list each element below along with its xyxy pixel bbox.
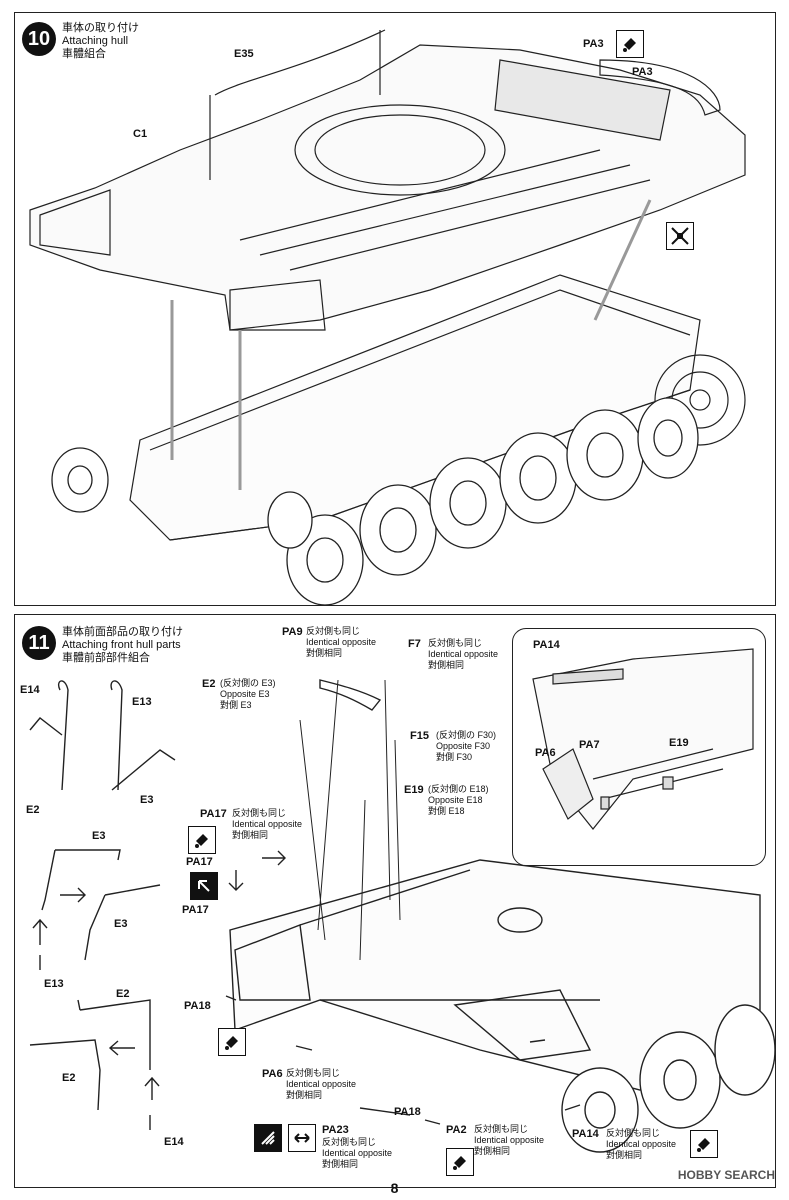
inset-label-pa14: PA14 (533, 639, 560, 651)
pa14-note-jp: 反対側も同じ (606, 1128, 661, 1138)
pa23-note-jp: 反対側も同じ (322, 1137, 377, 1147)
pa14-note: 反対側も同じ Identical opposite 對側相同 (606, 1128, 676, 1161)
step10-title-jp: 車体の取り付け (62, 22, 139, 34)
step11-title-en: Attaching front hull parts (62, 639, 181, 651)
pa23-note: 反対側も同じ Identical opposite 對側相同 (322, 1137, 392, 1170)
step11-title-cn: 車體前部部件組合 (62, 652, 150, 664)
page-number: 8 (390, 1180, 399, 1196)
e19-note-en: Opposite E18 (428, 795, 483, 805)
f15-note-cn: 對側 F30 (436, 752, 473, 762)
part-label-e3-a: E3 (140, 794, 154, 806)
detail-inset: PA14 PA6 PA7 E19 (512, 628, 766, 866)
pa2-note: 反対側も同じ Identical opposite 對側相同 (474, 1124, 544, 1157)
pa6-note-jp: 反対側も同じ (286, 1068, 341, 1078)
symmetric-arrows-icon (288, 1124, 316, 1152)
paint-icon (616, 30, 644, 58)
step10-number: 10 (22, 22, 56, 56)
part-label-e19: E19 (404, 784, 424, 796)
step10-title-cn: 車體組合 (62, 48, 106, 60)
f15-note-jp: (反対側の F30) (436, 730, 497, 740)
paint-icon (446, 1148, 474, 1176)
glue-icon (188, 826, 216, 854)
part-label-pa2: PA2 (446, 1124, 467, 1136)
part-label-pa18-a: PA18 (184, 1000, 211, 1012)
e2-note-en: Opposite E3 (220, 689, 270, 699)
pa14-note-cn: 對側相同 (606, 1150, 643, 1160)
pa17-note-cn: 對側相同 (232, 830, 269, 840)
inset-drawing (532, 648, 754, 830)
pa9-note-cn: 對側相同 (306, 648, 343, 658)
step10-title-en: Attaching hull (62, 35, 129, 47)
part-label-e13-b: E13 (44, 978, 64, 990)
pa6-note: 反対側も同じ Identical opposite 對側相同 (286, 1068, 356, 1101)
part-label-pa17-a: PA17 (200, 808, 227, 820)
pa9-note-en: Identical opposite (306, 637, 377, 647)
inset-label-pa6: PA6 (535, 747, 556, 759)
pa9-note: 反対側も同じ Identical opposite 對側相同 (306, 626, 376, 659)
pa2-note-en: Identical opposite (474, 1135, 545, 1145)
e2-note-jp: (反対側の E3) (220, 678, 276, 688)
part-label-pa3-upper: PA3 (583, 38, 604, 50)
e2-note-cn: 對側 E3 (220, 700, 252, 710)
pa9-note-jp: 反対側も同じ (306, 626, 361, 636)
pa17-note: 反対側も同じ Identical opposite 對側相同 (232, 808, 302, 841)
paint-icon (690, 1130, 718, 1158)
pa14-note-en: Identical opposite (606, 1139, 677, 1149)
pa17-note-jp: 反対側も同じ (232, 808, 287, 818)
f15-note-en: Opposite F30 (436, 741, 491, 751)
part-label-f7: F7 (408, 638, 421, 650)
part-label-e2-opposite: E2 (202, 678, 216, 690)
part-label-pa17-c: PA17 (182, 904, 209, 916)
pa2-note-jp: 反対側も同じ (474, 1124, 529, 1134)
part-label-pa3-lower: PA3 (632, 66, 653, 78)
part-label-e2-b: E2 (116, 988, 130, 1000)
part-label-c1: C1 (133, 128, 148, 140)
part-label-pa14: PA14 (572, 1128, 599, 1140)
watermark: HOBBY SEARCH (677, 1168, 775, 1182)
pa23-note-cn: 對側相同 (322, 1159, 359, 1169)
f7-note-jp: 反対側も同じ (428, 638, 483, 648)
pa6-note-cn: 對側相同 (286, 1090, 323, 1100)
inset-label-pa7: PA7 (579, 739, 600, 751)
attach-direction-icon (190, 872, 218, 900)
f7-note-en: Identical opposite (428, 649, 499, 659)
e19-note-cn: 對側 E18 (428, 806, 465, 816)
cut-icon (666, 222, 694, 250)
part-label-f15: F15 (410, 730, 429, 742)
part-label-pa17-b: PA17 (186, 856, 213, 868)
pa23-note-en: Identical opposite (322, 1148, 393, 1158)
sanding-icon (254, 1124, 282, 1152)
pa2-note-cn: 對側相同 (474, 1146, 511, 1156)
part-label-e35: E35 (234, 48, 254, 60)
e19-note: (反対側の E18) Opposite E18 對側 E18 (428, 784, 489, 817)
part-label-e3-c: E3 (114, 918, 128, 930)
part-label-e14-a: E14 (20, 684, 40, 696)
f7-note-cn: 對側相同 (428, 660, 465, 670)
part-label-e2-a: E2 (26, 804, 40, 816)
step10-title: 車体の取り付け Attaching hull 車體組合 (62, 22, 139, 61)
paint-icon (218, 1028, 246, 1056)
part-label-e2-c: E2 (62, 1072, 76, 1084)
part-label-pa18-b: PA18 (394, 1106, 421, 1118)
part-label-e14-b: E14 (164, 1136, 184, 1148)
f15-note: (反対側の F30) Opposite F30 對側 F30 (436, 730, 496, 763)
f7-note: 反対側も同じ Identical opposite 對側相同 (428, 638, 498, 671)
part-label-e13-a: E13 (132, 696, 152, 708)
step11-title: 車体前面部品の取り付け Attaching front hull parts 車… (62, 626, 183, 665)
pa17-note-en: Identical opposite (232, 819, 303, 829)
pa6-note-en: Identical opposite (286, 1079, 357, 1089)
e2-note: (反対側の E3) Opposite E3 對側 E3 (220, 678, 276, 711)
step10-hull-drawing (29, 29, 746, 606)
e19-note-jp: (反対側の E18) (428, 784, 489, 794)
part-label-pa9: PA9 (282, 626, 303, 638)
inset-label-e19: E19 (669, 737, 689, 749)
part-label-e3-b: E3 (92, 830, 106, 842)
step11-number: 11 (22, 626, 56, 660)
part-label-pa6: PA6 (262, 1068, 283, 1080)
part-label-pa23: PA23 (322, 1124, 349, 1136)
step11-title-jp: 車体前面部品の取り付け (62, 626, 183, 638)
